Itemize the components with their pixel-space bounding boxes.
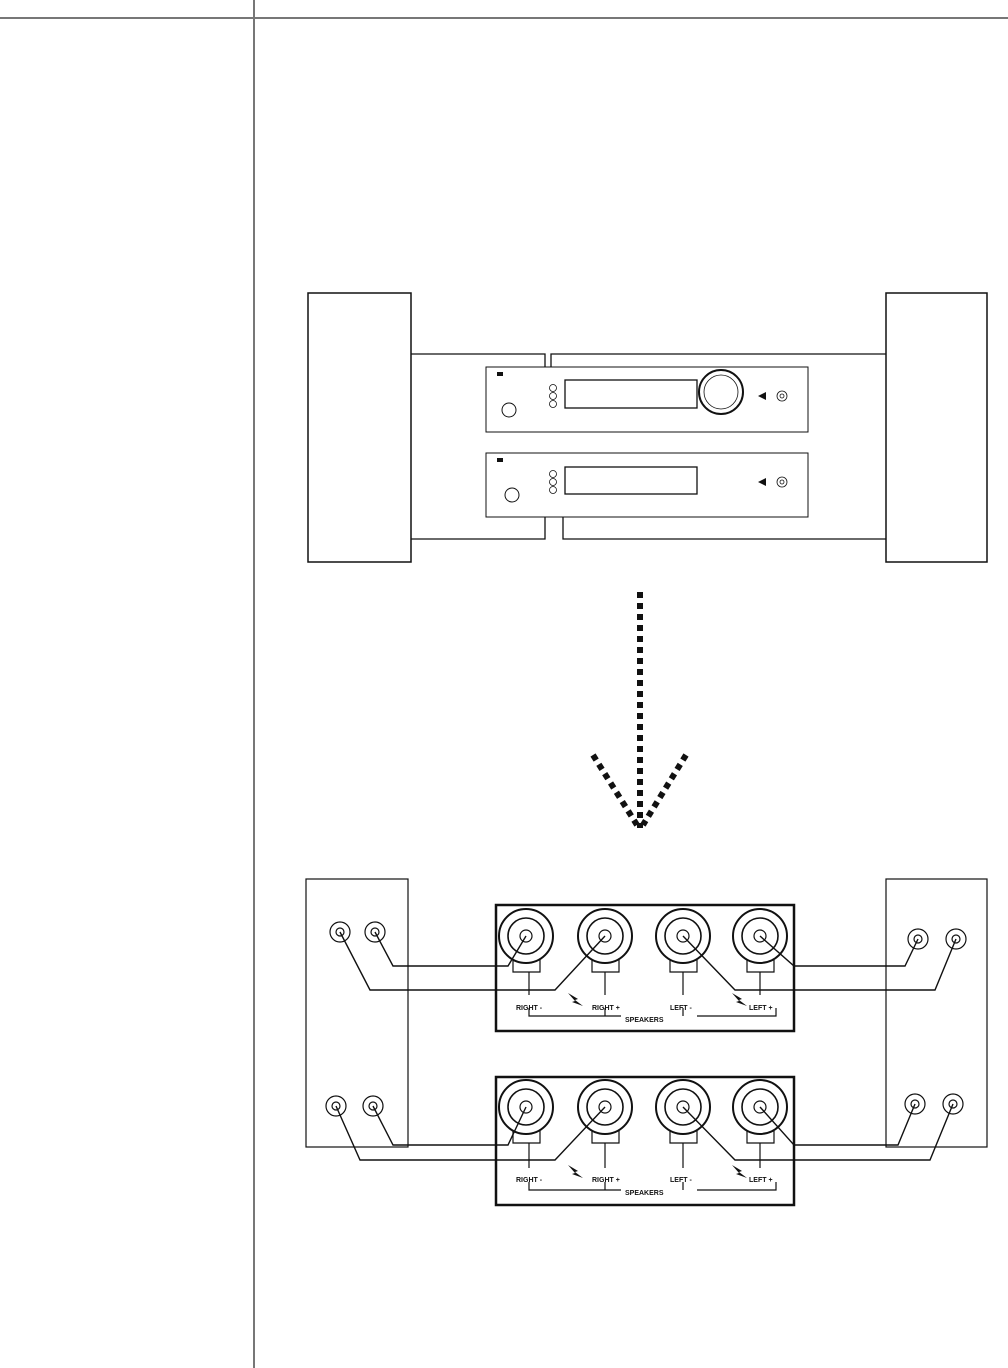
bolt-icon-upper-left — [732, 993, 747, 1006]
upper-amplifier-front — [485, 366, 809, 433]
amplifier-logo-icon — [497, 372, 503, 376]
top-rule — [0, 17, 1008, 19]
speaker-cables-top — [411, 353, 886, 540]
label-right-minus: RIGHT - — [516, 1005, 543, 1012]
bolt-icon-lower-left — [732, 1165, 747, 1178]
label-left-plus: LEFT + — [749, 1005, 773, 1012]
label-right-minus-lower: RIGHT - — [516, 1177, 543, 1184]
right-speaker-binding-posts — [904, 928, 967, 1115]
amplifier-logo-icon-2 — [497, 458, 503, 462]
left-speaker-rear — [305, 878, 409, 1148]
label-left-minus-lower: LEFT - — [670, 1177, 692, 1184]
speaker-wires-lower — [335, 1103, 954, 1161]
dotted-down-arrow — [590, 592, 689, 828]
right-speaker-rear — [885, 878, 988, 1148]
label-right-plus-lower: RIGHT + — [592, 1177, 620, 1184]
label-left-minus: LEFT - — [670, 1005, 692, 1012]
lower-amp-terminal-panel — [494, 1075, 796, 1207]
label-speakers-lower: SPEAKERS — [625, 1190, 664, 1197]
right-speaker-top — [885, 292, 988, 563]
label-left-plus-lower: LEFT + — [749, 1177, 773, 1184]
bolt-icon-lower-right — [568, 1165, 583, 1178]
lower-amplifier-front — [485, 452, 809, 518]
speaker-wires-upper — [339, 931, 957, 991]
left-margin-rule — [253, 0, 255, 1368]
bolt-icon-upper-right — [568, 993, 583, 1006]
label-speakers: SPEAKERS — [625, 1017, 664, 1024]
left-speaker-top — [307, 292, 412, 563]
upper-amp-terminal-panel — [494, 903, 796, 1033]
label-right-plus: RIGHT + — [592, 1005, 620, 1012]
left-speaker-binding-posts — [325, 921, 386, 1117]
